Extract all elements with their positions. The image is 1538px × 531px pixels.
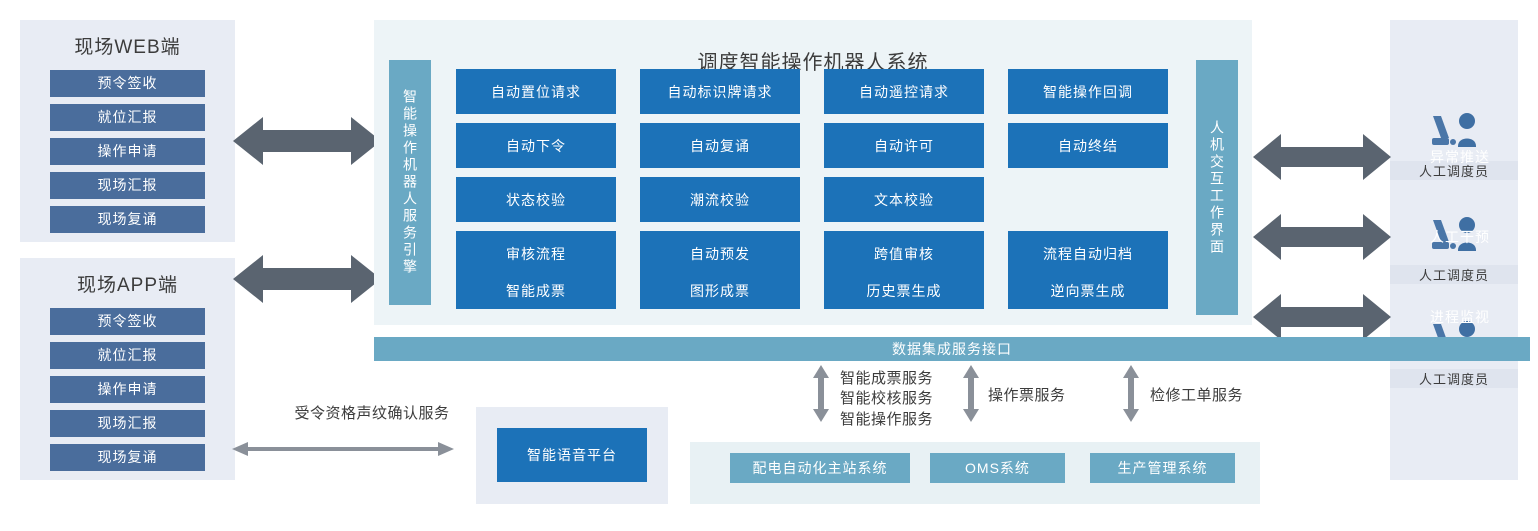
smart-services-label: 智能成票服务 智能校核服务 智能操作服务 <box>840 370 934 428</box>
hmi-workbench-bar: 人机交互工作界面 <box>1196 60 1238 315</box>
web-panel-title: 现场WEB端 <box>74 37 181 58</box>
system-tile-2[interactable]: 生产管理系统 <box>1090 453 1235 483</box>
bidirectional-arrow-icon <box>233 117 381 165</box>
app-client-panel: 现场APP端 预令签收 就位汇报 操作申请 现场汇报 现场复诵 <box>20 258 235 480</box>
tile-r0c1[interactable]: 自动标识牌请求 <box>640 69 800 114</box>
web-item-2[interactable]: 操作申请 <box>50 138 205 165</box>
operator-2-label: 人工调度员 <box>1390 369 1518 388</box>
operation-ticket-arrow <box>960 365 982 422</box>
operators-panel: 人工调度员 人工调度员 人工调度员 <box>1390 20 1518 480</box>
system-tile-0[interactable]: 配电自动化主站系统 <box>730 453 910 483</box>
service-engine-bar: 智能操作机器人服务引擎 <box>389 60 431 305</box>
bidirectional-arrow-icon <box>1253 294 1391 340</box>
web-client-panel: 现场WEB端 预令签收 就位汇报 操作申请 现场汇报 现场复诵 <box>20 20 235 242</box>
maintenance-order-arrow <box>1120 365 1142 422</box>
bidirectional-arrow-icon <box>233 255 381 303</box>
network-arrow-app: 网络交互 <box>233 251 484 307</box>
system-tile-1[interactable]: OMS系统 <box>930 453 1065 483</box>
voice-platform-tile[interactable]: 智能语音平台 <box>497 428 647 482</box>
bidirectional-arrow-icon <box>1253 134 1391 180</box>
tile-r2c0[interactable]: 状态校验 <box>456 177 616 222</box>
smart-services-arrow <box>810 365 832 422</box>
tile-r4c1[interactable]: 图形成票 <box>640 272 800 309</box>
tile-r4c2[interactable]: 历史票生成 <box>824 272 984 309</box>
app-item-2[interactable]: 操作申请 <box>50 376 205 403</box>
operator-0: 人工调度员 <box>1390 112 1518 180</box>
voice-service-label: 受令资格声纹确认服务 <box>294 405 450 422</box>
app-item-3[interactable]: 现场汇报 <box>50 410 205 437</box>
tile-r0c3[interactable]: 智能操作回调 <box>1008 69 1168 114</box>
app-item-0[interactable]: 预令签收 <box>50 308 205 335</box>
tile-r1c1[interactable]: 自动复诵 <box>640 123 800 168</box>
tile-r4c0[interactable]: 智能成票 <box>456 272 616 309</box>
web-item-3[interactable]: 现场汇报 <box>50 172 205 199</box>
vertical-double-arrow-icon <box>1123 365 1139 422</box>
tile-r1c0[interactable]: 自动下令 <box>456 123 616 168</box>
web-item-4[interactable]: 现场复诵 <box>50 206 205 233</box>
network-arrow-web: 网络交互 <box>233 113 484 169</box>
tile-r2c1[interactable]: 潮流校验 <box>640 177 800 222</box>
process-monitor-arrow: 进程监视 <box>1253 291 1489 343</box>
operation-ticket-label: 操作票服务 <box>988 387 1066 404</box>
exception-push-arrow: 异常推送 <box>1253 131 1489 183</box>
app-item-4[interactable]: 现场复诵 <box>50 444 205 471</box>
tile-r3c3[interactable]: 流程自动归档 <box>1008 231 1168 276</box>
tile-r0c0[interactable]: 自动置位请求 <box>456 69 616 114</box>
tile-r1c3[interactable]: 自动终结 <box>1008 123 1168 168</box>
operator-console-icon <box>1432 113 1476 147</box>
tile-r3c2[interactable]: 跨值审核 <box>824 231 984 276</box>
data-integration-bar: 数据集成服务接口 <box>374 337 1530 361</box>
vertical-double-arrow-icon <box>813 365 829 422</box>
vertical-double-arrow-icon <box>963 365 979 422</box>
tile-r0c2[interactable]: 自动遥控请求 <box>824 69 984 114</box>
tile-r1c2[interactable]: 自动许可 <box>824 123 984 168</box>
double-headed-line-arrow-icon <box>232 442 454 456</box>
web-item-0[interactable]: 预令签收 <box>50 70 205 97</box>
operator-console-icon <box>1432 217 1476 251</box>
maintenance-order-label: 检修工单服务 <box>1150 387 1244 404</box>
bidirectional-arrow-icon <box>1253 214 1391 260</box>
tile-r2c2[interactable]: 文本校验 <box>824 177 984 222</box>
app-item-1[interactable]: 就位汇报 <box>50 342 205 369</box>
web-item-1[interactable]: 就位汇报 <box>50 104 205 131</box>
tile-r3c1[interactable]: 自动预发 <box>640 231 800 276</box>
app-panel-title: 现场APP端 <box>76 275 179 296</box>
manual-intervention-arrow: 人工干预 <box>1253 211 1489 263</box>
operator-0-label: 人工调度员 <box>1390 161 1518 180</box>
operator-1: 人工调度员 <box>1390 216 1518 284</box>
tile-r3c0[interactable]: 审核流程 <box>456 231 616 276</box>
page-title: 调度智能操作机器人系统 <box>697 52 929 74</box>
voice-service-arrow <box>232 438 454 460</box>
operator-1-label: 人工调度员 <box>1390 265 1518 284</box>
tile-r4c3[interactable]: 逆向票生成 <box>1008 272 1168 309</box>
